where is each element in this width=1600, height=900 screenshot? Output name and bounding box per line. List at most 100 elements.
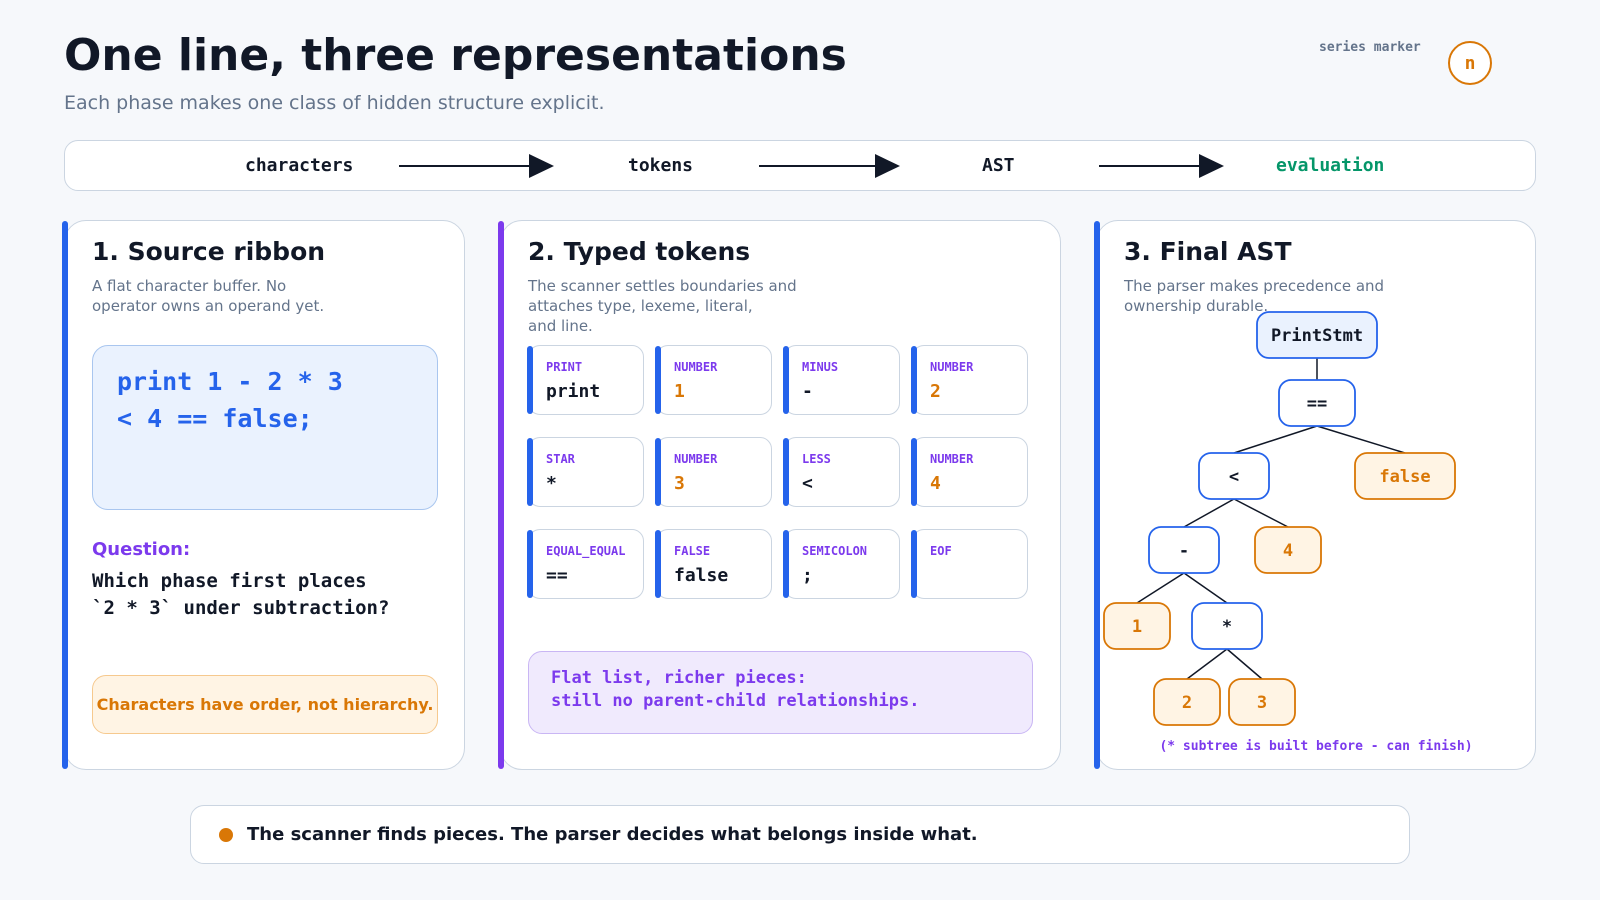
- ast-node-two: 2: [1153, 678, 1221, 726]
- question-line: Which phase first places: [92, 570, 367, 592]
- token-lexeme: 4: [930, 473, 941, 494]
- token-chip: STAR*: [527, 437, 644, 507]
- token-accent-bar: [911, 346, 917, 414]
- token-type: LESS: [802, 452, 831, 466]
- source-line: < 4 == false;: [117, 404, 313, 433]
- panel-title: 1. Source ribbon: [92, 237, 326, 266]
- ast-node-star: *: [1191, 602, 1263, 650]
- ast-node-label: <: [1229, 467, 1239, 487]
- token-type: NUMBER: [930, 452, 974, 466]
- token-lexeme: 3: [674, 473, 685, 494]
- token-accent-bar: [783, 346, 789, 414]
- stage-ast: AST: [982, 155, 1015, 176]
- ast-node-four: 4: [1254, 526, 1322, 574]
- token-accent-bar: [527, 530, 533, 598]
- bullet-dot-icon: [219, 828, 233, 842]
- takeaway-text: The scanner finds pieces. The parser dec…: [247, 824, 978, 845]
- phase-pipeline: characters tokens AST evaluation: [64, 140, 1536, 191]
- arrow-right-icon: [1099, 154, 1224, 178]
- ast-node-three: 3: [1228, 678, 1296, 726]
- ast-edge: [1136, 572, 1185, 604]
- panel-accent-bar: [62, 221, 68, 769]
- ast-edge: [1226, 648, 1263, 680]
- ast-node-label: false: [1379, 467, 1430, 487]
- ast-node-one: 1: [1103, 602, 1171, 650]
- ast-note: (* subtree is built before - can finish): [1159, 739, 1473, 754]
- token-type: FALSE: [674, 544, 711, 558]
- flat-note-line: still no parent-child relationships.: [551, 691, 920, 711]
- ast-node-label: ==: [1307, 394, 1327, 414]
- token-accent-bar: [655, 346, 661, 414]
- source-line: print 1 - 2 * 3: [117, 367, 343, 396]
- arrow-right-icon: [759, 154, 900, 178]
- panel-final-ast: 3. Final AST The parser makes precedence…: [1094, 220, 1536, 770]
- token-accent-bar: [527, 346, 533, 414]
- question-line: `2 * 3` under subtraction?: [92, 597, 390, 619]
- token-type: PRINT: [546, 360, 583, 374]
- token-accent-bar: [655, 438, 661, 506]
- token-type: MINUS: [802, 360, 839, 374]
- token-type: SEMICOLON: [802, 544, 868, 558]
- token-chip: PRINT print: [527, 345, 644, 415]
- stage-characters: characters: [245, 155, 354, 176]
- panel-typed-tokens: 2. Typed tokens The scanner settles boun…: [498, 220, 1061, 770]
- token-lexeme: false: [674, 565, 729, 586]
- ast-node-label: *: [1222, 617, 1232, 637]
- token-type: EQUAL_EQUAL: [546, 544, 626, 558]
- page-subtitle: Each phase makes one class of hidden str…: [64, 92, 605, 114]
- token-chip: FALSE false: [655, 529, 772, 599]
- ast-node-label: 4: [1283, 541, 1293, 561]
- panel-accent-bar: [498, 221, 504, 769]
- token-chip: EOF: [911, 529, 1028, 599]
- token-lexeme: 1: [674, 381, 685, 402]
- flat-list-note: Flat list, richer pieces: still no paren…: [528, 651, 1033, 734]
- token-accent-bar: [911, 438, 917, 506]
- arrow-right-icon: [399, 154, 554, 178]
- stage-tokens: tokens: [628, 155, 694, 176]
- token-chip: NUMBER 4: [911, 437, 1028, 507]
- ast-node-f: false: [1354, 452, 1456, 500]
- ast-node-label: 3: [1257, 693, 1267, 713]
- ast-edge: [1183, 572, 1228, 604]
- token-chip: MINUS -: [783, 345, 900, 415]
- token-chip: LESS<: [783, 437, 900, 507]
- ast-edge: [1183, 498, 1235, 528]
- ast-node-stmt: PrintStmt: [1256, 311, 1378, 359]
- ast-node-lt: <: [1198, 452, 1270, 500]
- token-lexeme: print: [546, 381, 601, 402]
- token-accent-bar: [783, 438, 789, 506]
- ast-edge: [1233, 498, 1289, 528]
- token-accent-bar: [527, 438, 533, 506]
- panel-accent-bar: [1094, 221, 1100, 769]
- ast-node-eq: ==: [1278, 379, 1356, 427]
- ast-node-minus: -: [1148, 526, 1220, 574]
- ast-tree: PrintStmt == < false - 4 1 * 2 3: [1103, 311, 1456, 726]
- ast-node-label: 2: [1182, 693, 1192, 713]
- stage-evaluation: evaluation: [1276, 155, 1385, 176]
- ast-edge: [1316, 425, 1406, 454]
- token-type: NUMBER: [930, 360, 974, 374]
- ast-edge: [1186, 648, 1228, 680]
- page-title: One line, three representations: [64, 30, 847, 81]
- question-label: Question:: [92, 539, 191, 560]
- ast-node-label: PrintStmt: [1271, 326, 1363, 346]
- takeaway-banner: The scanner finds pieces. The parser dec…: [190, 805, 1410, 864]
- token-chip: NUMBER 3: [655, 437, 772, 507]
- token-type: NUMBER: [674, 452, 718, 466]
- token-accent-bar: [783, 530, 789, 598]
- token-accent-bar: [655, 530, 661, 598]
- token-type: EOF: [930, 544, 952, 558]
- token-lexeme: -: [802, 381, 813, 402]
- series-marker-badge: n: [1448, 41, 1492, 85]
- panel-title: 3. Final AST: [1124, 237, 1292, 266]
- token-chip: EQUAL_EQUAL==: [527, 529, 644, 599]
- token-lexeme: ;: [802, 565, 813, 586]
- panel-title: 2. Typed tokens: [528, 237, 751, 266]
- token-chip: SEMICOLON;: [783, 529, 900, 599]
- token-accent-bar: [911, 530, 917, 598]
